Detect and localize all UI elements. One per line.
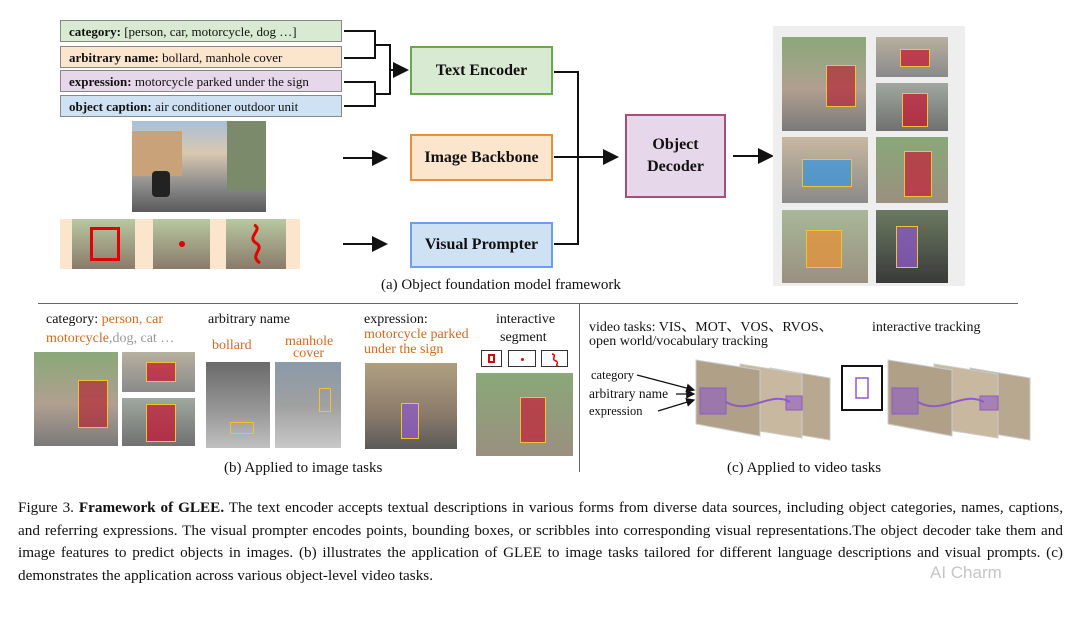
b-prompt-icon-box [481, 350, 502, 367]
tag-expression: expression: motorcycle parked under the … [60, 70, 342, 92]
subcaption-a: (a) Object foundation model framework [381, 277, 621, 293]
c-interactive-tracking: interactive tracking [872, 320, 981, 335]
result-image-2 [876, 37, 948, 77]
b-interactive-label-1: interactive [496, 312, 556, 327]
c-input-arbitrary-name: arbitrary name [589, 386, 669, 401]
b-bollard-label: bollard [212, 338, 252, 353]
result-image-3 [876, 83, 948, 131]
b-expression-text-1: motorcycle parked [364, 327, 469, 342]
vertical-divider [579, 304, 580, 472]
c-video-tasks-1: video tasks: VIS、MOT、VOS、RVOS、 [589, 320, 833, 335]
text-encoder-block: Text Encoder [410, 46, 553, 95]
prompt-point-image [153, 219, 210, 269]
b-expression-image [365, 363, 457, 449]
prompt-box-image [72, 219, 135, 269]
connector-lines [343, 30, 774, 252]
tag-category: category: [person, car, motorcycle, dog … [60, 20, 342, 42]
result-image-1 [782, 37, 866, 131]
input-street-image [132, 121, 266, 212]
b-category-text: category: person, car [46, 312, 164, 327]
b-expression-label: expression: [364, 312, 428, 327]
b-arbitrary-image-1 [206, 362, 270, 448]
subcaption-c: (c) Applied to video tasks [727, 460, 882, 476]
b-interactive-label-2: segment [500, 330, 547, 345]
c-input-category: category [591, 368, 635, 382]
object-decoder-block: Object Decoder [625, 114, 726, 198]
image-backbone-block: Image Backbone [410, 134, 553, 181]
subcaption-b: (b) Applied to image tasks [224, 460, 383, 476]
b-cover-label: cover [293, 346, 325, 361]
b-arbitrary-image-2 [275, 362, 341, 448]
horizontal-divider [38, 303, 1018, 304]
b-expression-text-2: under the sign [364, 342, 444, 357]
result-image-7 [876, 210, 948, 283]
c-video-graphics [636, 359, 1031, 441]
b-category-text-2: motorcycle,dog, cat … [46, 331, 175, 346]
visual-prompter-block: Visual Prompter [410, 222, 553, 268]
b-arbitrary-name-label: arbitrary name [208, 312, 291, 327]
c-video-tasks-2: open world/vocabulary tracking [589, 334, 768, 349]
c-input-expression: expression [589, 404, 643, 418]
tag-arbitrary-name: arbitrary name: bollard, manhole cover [60, 46, 342, 68]
figure-caption: Figure 3. Framework of GLEE. The text en… [18, 499, 1063, 584]
prompt-scribble-image [226, 219, 286, 269]
b-prompt-icon-scribble [541, 350, 568, 367]
b-category-image-1 [34, 352, 118, 446]
b-category-image-3 [122, 398, 195, 446]
result-image-4 [782, 137, 868, 203]
result-image-5 [876, 137, 948, 203]
b-category-image-2 [122, 352, 195, 392]
b-prompt-icon-point [508, 350, 536, 367]
b-manhole-label: manhole [285, 334, 334, 349]
b-interactive-image [476, 373, 573, 456]
watermark: AI Charm [930, 563, 1002, 582]
tag-object-caption: object caption: air conditioner outdoor … [60, 95, 342, 117]
result-image-6 [782, 210, 868, 283]
